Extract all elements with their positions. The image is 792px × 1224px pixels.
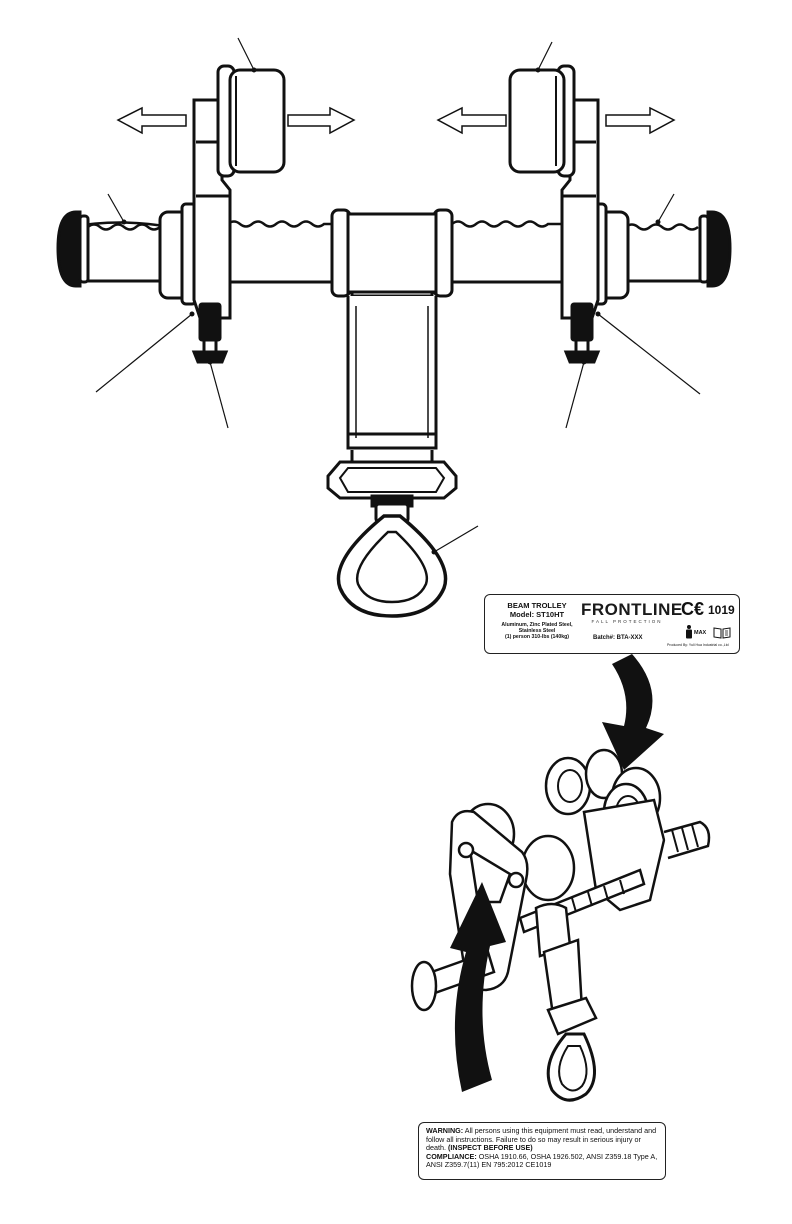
compliance-text: OSHA 1910.66, OSHA 1926.502, ANSI Z359.1… xyxy=(426,1151,658,1170)
brand-subtitle: FALL PROTECTION xyxy=(591,619,663,624)
warning-heading: WARNING: xyxy=(426,1126,464,1135)
right-end-knob xyxy=(706,210,732,288)
brand-name: FRONTLINE xyxy=(581,600,683,619)
producer-text: Produced By: Yuli Hua Industrial co.,Ltd xyxy=(667,643,729,647)
center-hub xyxy=(330,208,454,298)
left-locking-pin xyxy=(191,302,229,364)
right-side-plate xyxy=(508,64,600,320)
left-arrow-icon xyxy=(116,106,187,135)
right-arrow-icon xyxy=(287,106,356,135)
swivel-d-ring xyxy=(336,514,448,618)
nameplate-capacity: (1) person 310-lbs (140kg) xyxy=(504,634,569,641)
product-nameplate: BEAM TROLLEY Model: ST10HT Aluminum, Zin… xyxy=(484,594,740,654)
nameplate-title: BEAM TROLLEY xyxy=(507,601,567,610)
hanger-strap xyxy=(346,296,438,464)
right-locking-pin xyxy=(563,302,601,364)
person-icon xyxy=(686,625,692,639)
right-arrow-icon xyxy=(605,106,676,135)
left-end-knob xyxy=(56,210,82,288)
swivel-housing xyxy=(326,460,458,524)
leader-lines xyxy=(95,37,701,553)
batch-number: Batch#: BTA-XXX xyxy=(593,635,643,641)
max-label: MAX xyxy=(694,630,707,636)
nameplate-model: Model: ST10HT xyxy=(509,610,565,619)
nameplate-specs: BEAM TROLLEY Model: ST10HT Aluminum, Zin… xyxy=(491,601,583,641)
compliance-heading: COMPLIANCE: xyxy=(426,1151,477,1161)
brand-logo: FRONTLINE FALL PROTECTION xyxy=(581,600,683,624)
warning-label: WARNING: All persons using this equipmen… xyxy=(418,1122,666,1180)
curved-arrow-icon xyxy=(450,882,506,1092)
left-arrow-icon xyxy=(436,106,507,135)
nameplate-material: Aluminum, Zinc Plated Steel, Stainless S… xyxy=(501,622,573,635)
ce-number: 1019 xyxy=(708,603,735,617)
ce-mark: C€ xyxy=(681,599,705,619)
manual-book-icon xyxy=(713,627,731,639)
warning-text: All persons using this equipment must re… xyxy=(426,1126,657,1153)
left-side-plate xyxy=(192,64,286,320)
curved-arrow-icon xyxy=(602,654,664,770)
inspect-notice: (INSPECT BEFORE USE) xyxy=(447,1143,533,1153)
